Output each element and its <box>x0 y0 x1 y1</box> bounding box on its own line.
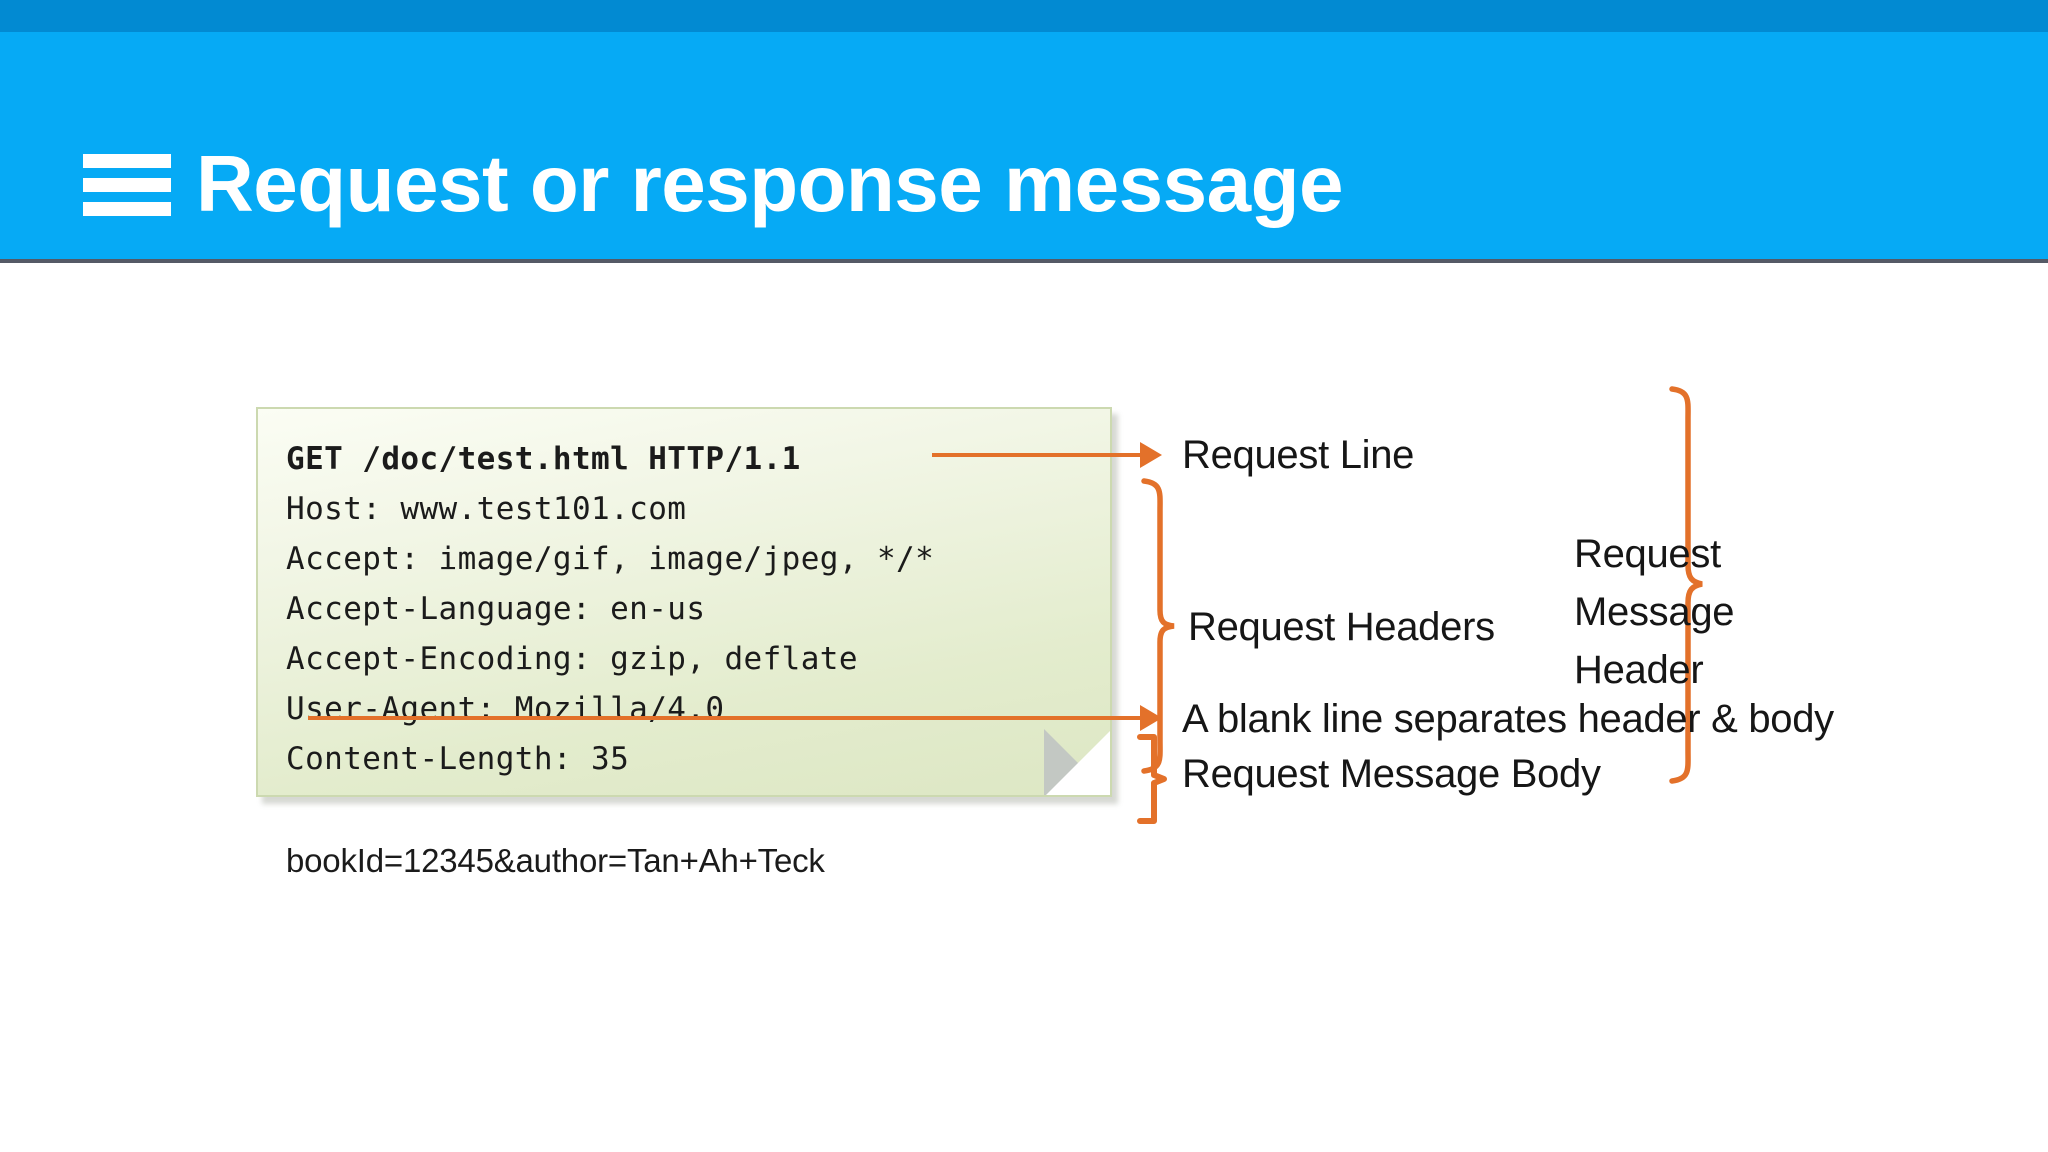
blank-line-arrowhead <box>1140 705 1162 731</box>
page-title: Request or response message <box>196 139 1343 228</box>
request-headers-brace <box>1141 478 1175 774</box>
page-header: Request or response message <box>0 32 2048 263</box>
hamburger-bar-1 <box>83 154 171 168</box>
request-message-body-brace <box>1137 734 1167 824</box>
page-fold-corner <box>1044 729 1110 795</box>
message-body-text: bookId=12345&author=Tan+Ah+Teck <box>286 842 825 879</box>
header-line-accept: Accept: image/gif, image/jpeg, */* <box>286 541 935 577</box>
annotation-request-line: Request Line <box>1182 433 1415 477</box>
header-line-accept-encoding: Accept-Encoding: gzip, deflate <box>286 641 858 677</box>
annotation-request-message-header: Request Message Header <box>1574 532 1735 692</box>
request-message-header-brace <box>1669 386 1703 784</box>
annotation-request-message-body: Request Message Body <box>1182 752 1601 796</box>
header-top-strip <box>0 0 2048 32</box>
http-message-content: GET /doc/test.html HTTP/1.1 Host: www.te… <box>258 409 1110 879</box>
header-line-content-length: Content-Length: 35 <box>286 741 630 777</box>
request-line-arrowhead <box>1140 442 1162 468</box>
request-line-connector <box>932 453 1144 457</box>
hamburger-bar-2 <box>83 178 171 192</box>
message-diagram: GET /doc/test.html HTTP/1.1 Host: www.te… <box>0 263 2048 1152</box>
annotation-blank-line: A blank line separates header & body <box>1182 697 1834 741</box>
hamburger-bar-3 <box>83 202 171 216</box>
blank-line-connector <box>310 716 1144 720</box>
header-line-accept-language: Accept-Language: en-us <box>286 591 706 627</box>
header-line-host: Host: www.test101.com <box>286 491 687 527</box>
annotation-request-headers: Request Headers <box>1188 605 1495 649</box>
http-message-card: GET /doc/test.html HTTP/1.1 Host: www.te… <box>256 407 1112 879</box>
request-line-text: GET /doc/test.html HTTP/1.1 <box>286 441 801 477</box>
hamburger-icon[interactable] <box>83 154 171 216</box>
header-line-user-agent: User-Agent: Mozilla/4.0 <box>286 691 725 727</box>
